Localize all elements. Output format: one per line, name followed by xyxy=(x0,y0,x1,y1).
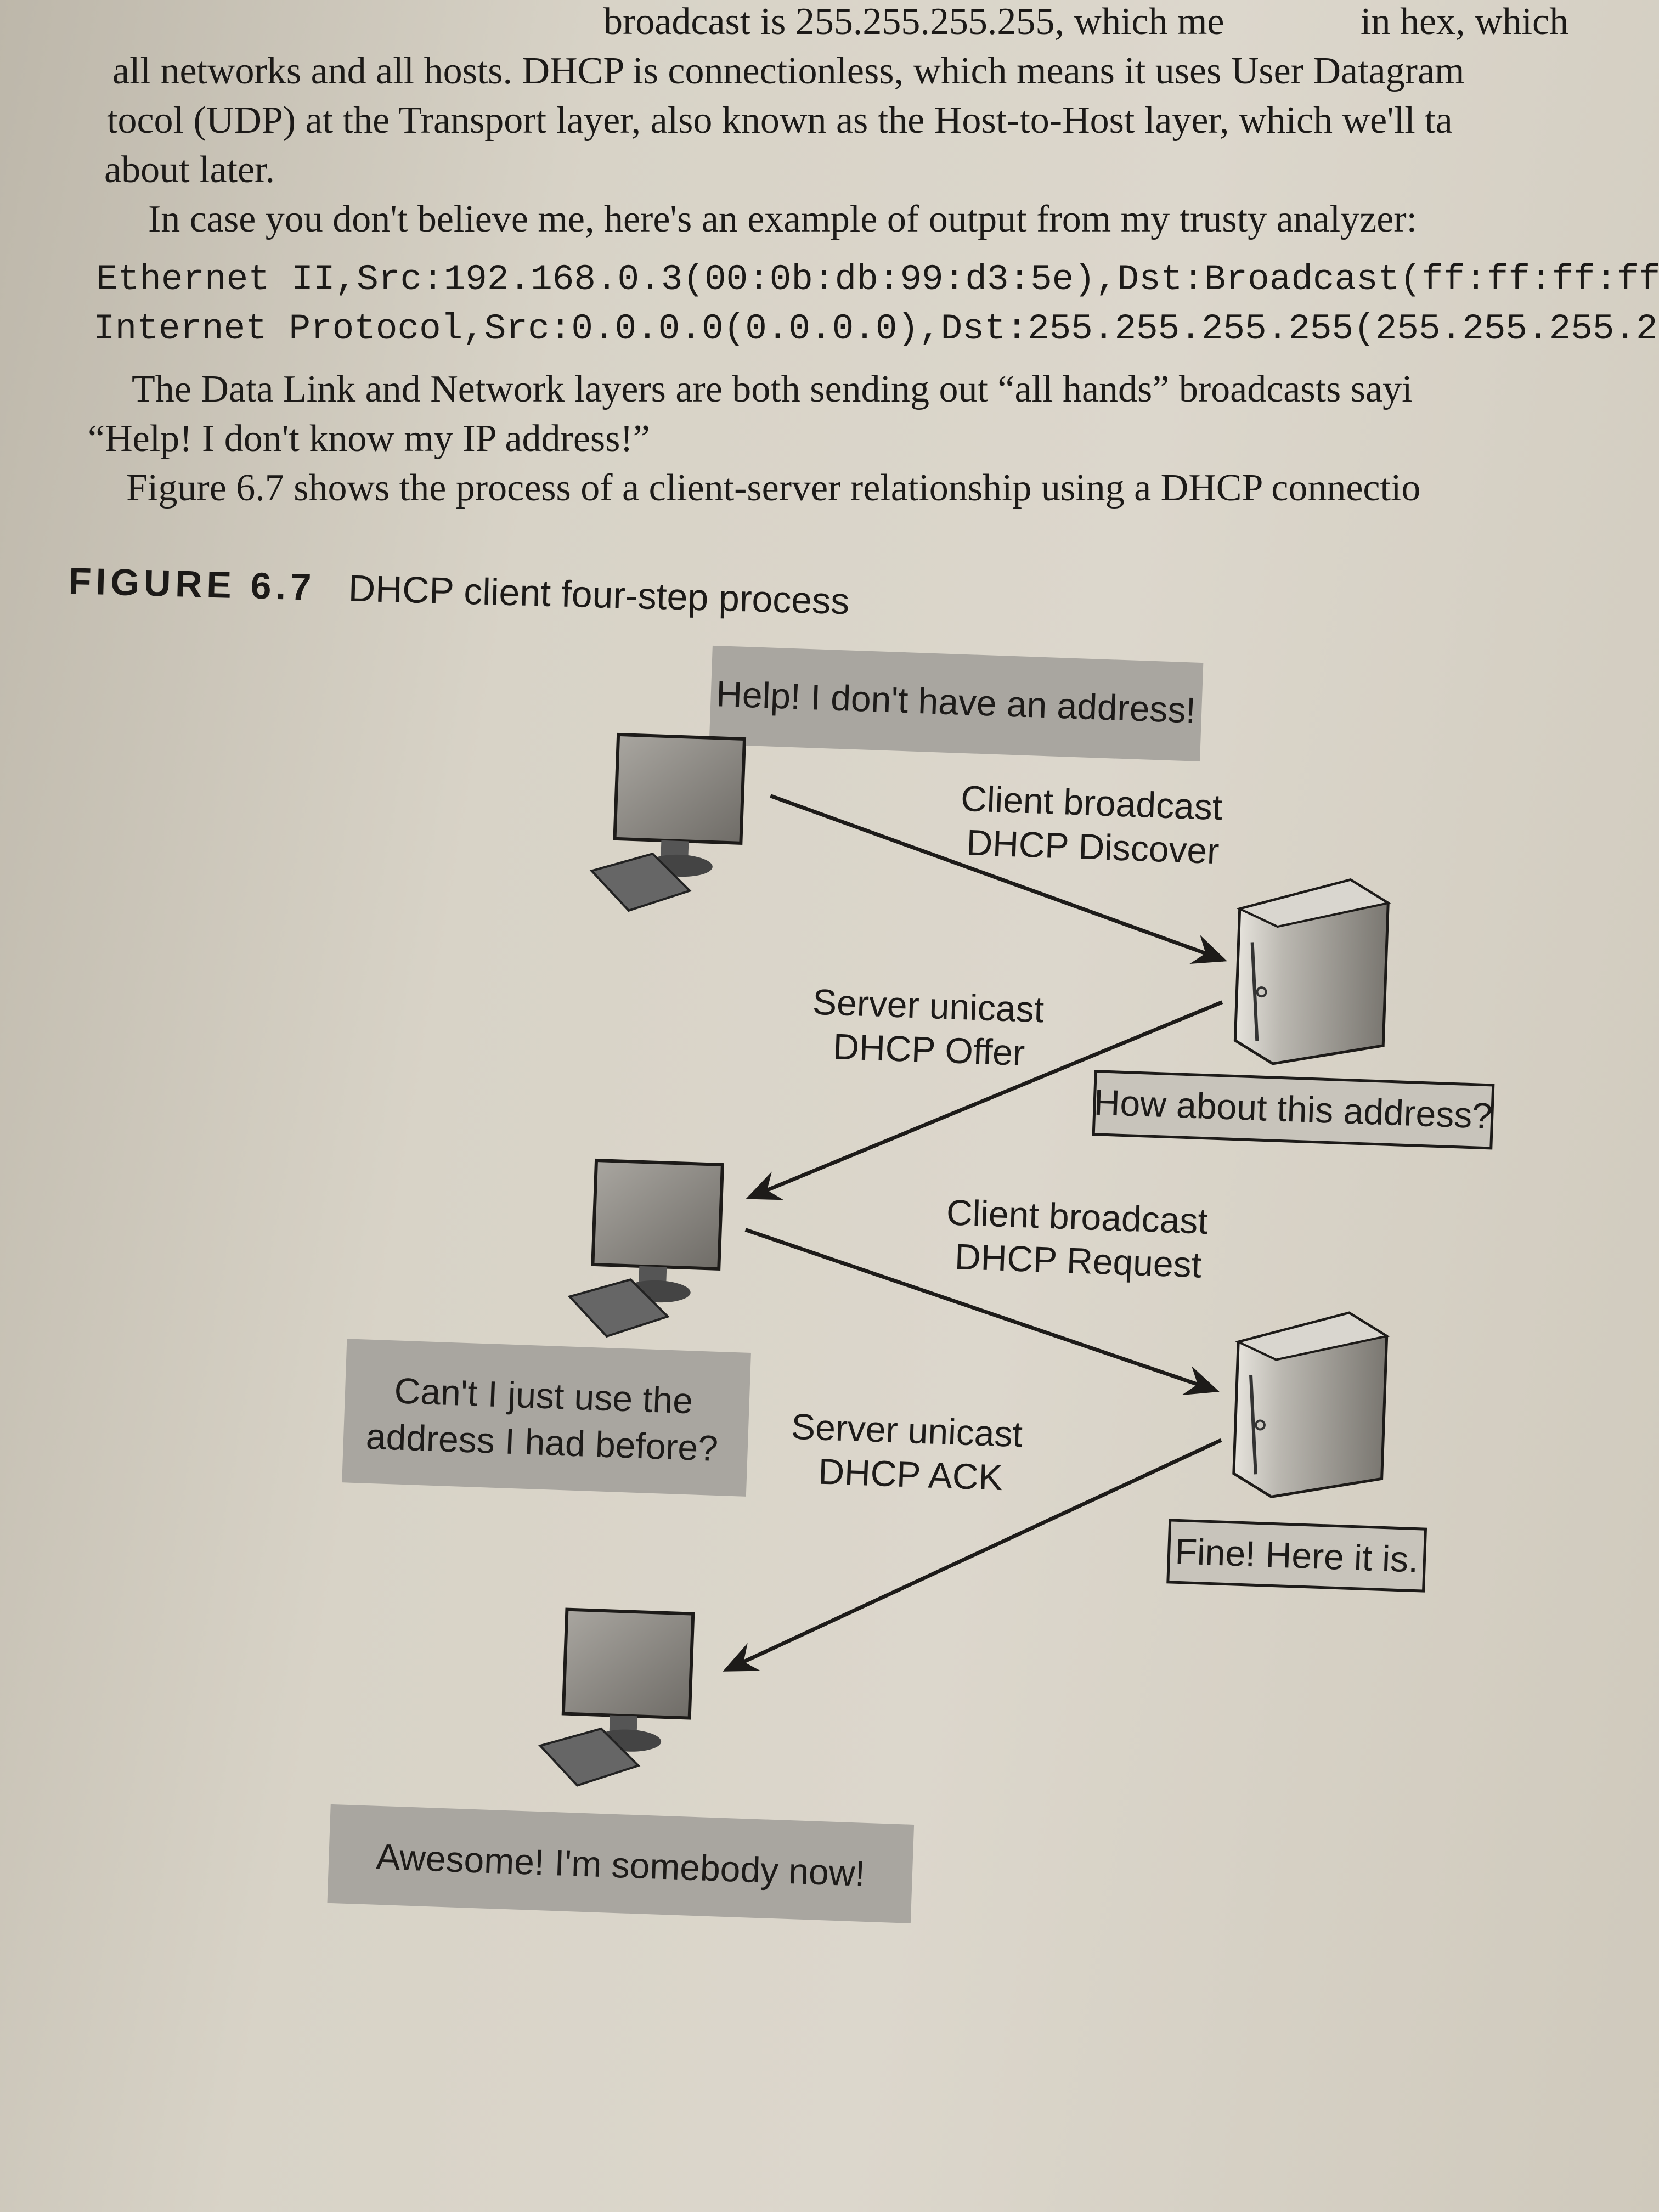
text-line: broadcast is 255.255.255.255, which me xyxy=(603,1,1224,43)
bubble-help: Help! I don't have an address! xyxy=(709,645,1204,761)
text-line: in hex, which xyxy=(1361,1,1569,43)
arrow-offer xyxy=(746,1000,1223,1200)
code-line: Ethernet II,Src:192.168.0.3(00:0b:db:99:… xyxy=(96,259,1659,300)
svg-text:Fine! Here it is.: Fine! Here it is. xyxy=(1175,1531,1419,1579)
step3-label: Client broadcast xyxy=(946,1192,1209,1242)
bubble-ack: Fine! Here it is. xyxy=(1166,1519,1427,1593)
text-line: about later. xyxy=(104,149,275,191)
step1-label: DHCP Discover xyxy=(966,822,1220,871)
client-computer-icon xyxy=(589,732,747,912)
text-line: all networks and all hosts. DHCP is conn… xyxy=(112,50,1465,92)
bubble-done: Awesome! I'm somebody now! xyxy=(327,1804,915,1923)
arrow-discover xyxy=(770,794,1228,964)
text-line: tocol (UDP) at the Transport layer, also… xyxy=(107,99,1453,142)
step3-label: DHCP Request xyxy=(954,1236,1202,1285)
text-line: Figure 6.7 shows the process of a client… xyxy=(126,467,1421,509)
text-line: In case you don't believe me, here's an … xyxy=(148,198,1418,240)
step2-label: Server unicast xyxy=(812,981,1045,1030)
server-icon xyxy=(1232,1311,1390,1498)
server-icon xyxy=(1233,878,1391,1065)
bubble-offer: How about this address? xyxy=(1092,1070,1495,1150)
text-line: “Help! I don't know my IP address!” xyxy=(88,417,650,460)
text-line: The Data Link and Network layers are bot… xyxy=(132,368,1413,410)
step4-label: DHCP ACK xyxy=(817,1451,1003,1498)
arrow-request xyxy=(744,1228,1220,1396)
client-computer-icon xyxy=(538,1607,695,1787)
arrow-ack xyxy=(723,1438,1222,1672)
step1-label: Client broadcast xyxy=(960,778,1223,828)
step2-label: DHCP Offer xyxy=(832,1026,1025,1073)
step4-label: Server unicast xyxy=(791,1406,1023,1455)
code-line: Internet Protocol,Src:0.0.0.0(0.0.0.0),D… xyxy=(93,308,1659,349)
client-computer-icon xyxy=(567,1158,724,1338)
bubble-request: Can't I just use the address I had befor… xyxy=(342,1339,751,1497)
